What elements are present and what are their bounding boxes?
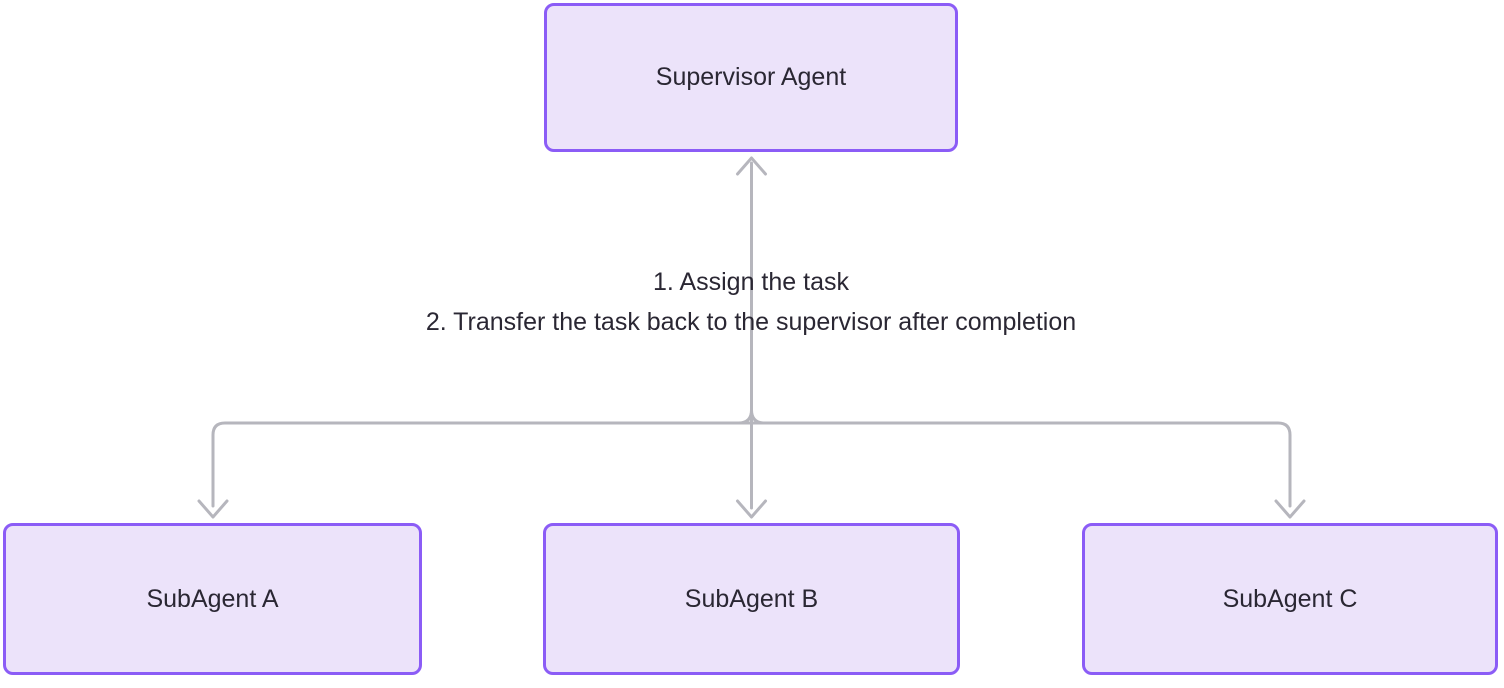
- node-subagent-b-label: SubAgent B: [684, 584, 819, 613]
- arrowhead-down-left: [197, 499, 229, 519]
- edge-left-branch: [211, 421, 753, 508]
- edge-label-line2: 2. Transfer the task back to the supervi…: [425, 308, 1077, 336]
- junction-fillet-left: [737, 408, 753, 425]
- node-subagent-a-label: SubAgent A: [146, 584, 279, 613]
- node-subagent-c: SubAgent C: [1082, 523, 1498, 675]
- arrowhead-up: [736, 156, 767, 176]
- edge-right-branch: [750, 421, 1292, 508]
- node-subagent-c-label: SubAgent C: [1222, 584, 1358, 613]
- arrowhead-down-right: [1274, 499, 1306, 519]
- node-subagent-a: SubAgent A: [3, 523, 422, 675]
- node-supervisor-agent-label: Supervisor Agent: [655, 63, 847, 91]
- node-subagent-b: SubAgent B: [543, 523, 960, 675]
- edge-label: 1. Assign the task 2. Transfer the task …: [426, 262, 1076, 342]
- arrowhead-down-middle: [736, 499, 767, 519]
- edge-label-line1: 1. Assign the task: [653, 268, 849, 296]
- node-supervisor-agent: Supervisor Agent: [544, 3, 958, 152]
- junction-fillet-right: [750, 408, 766, 425]
